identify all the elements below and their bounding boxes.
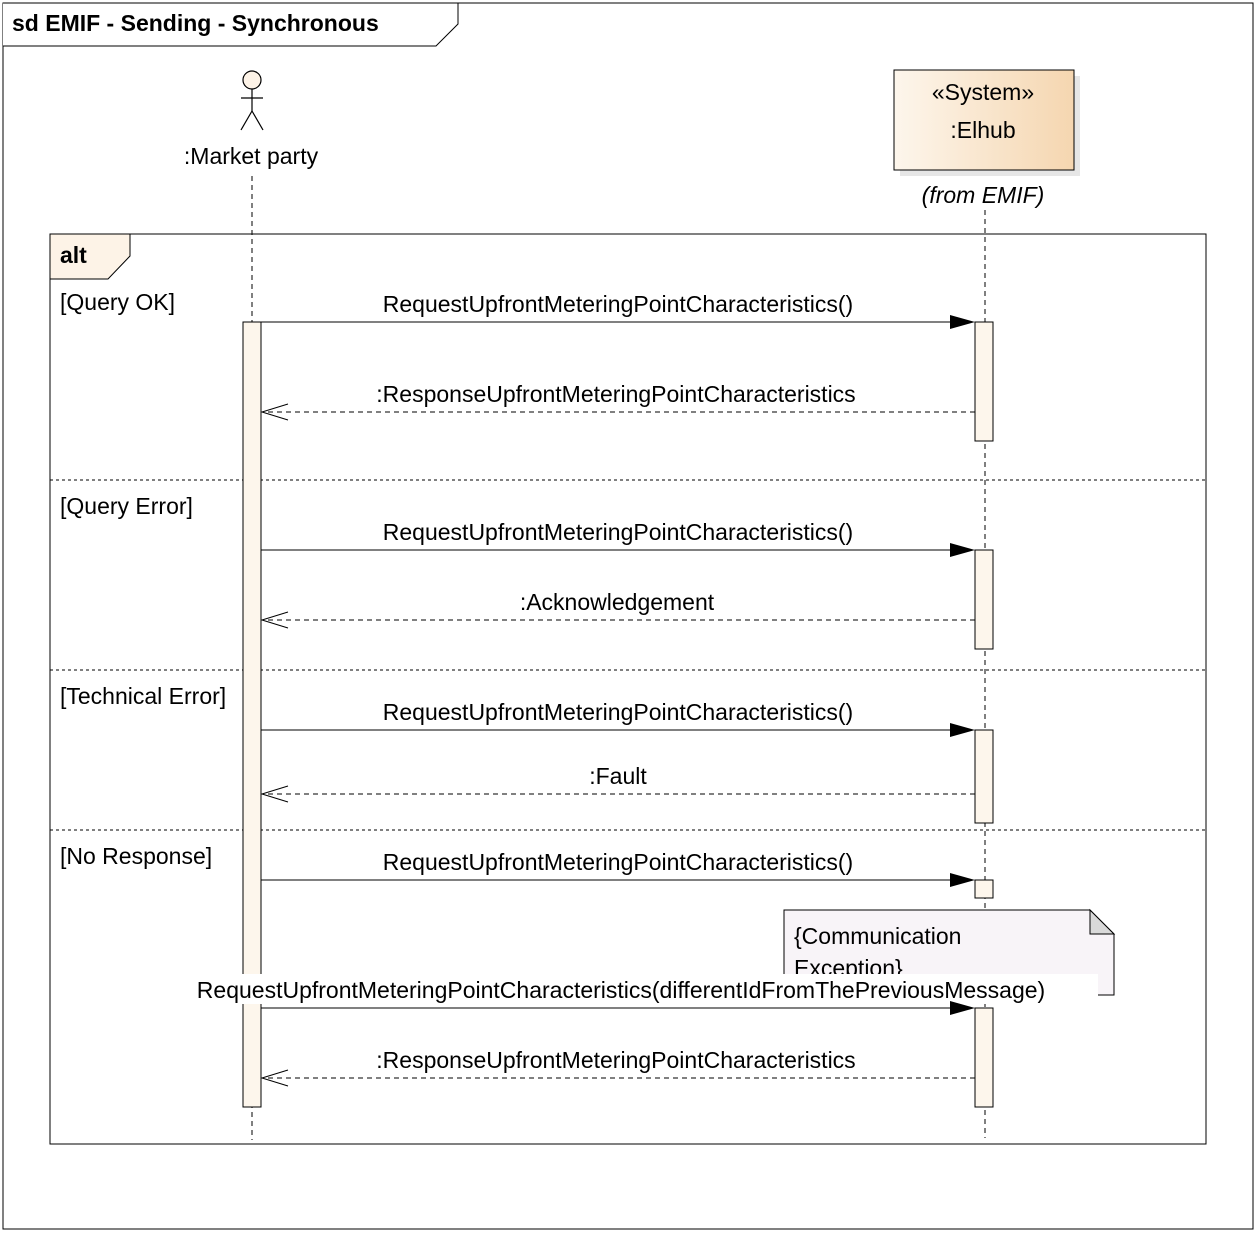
elhub-label: :Elhub (950, 117, 1015, 143)
reply-arrowhead-icon (260, 611, 289, 629)
activation-market-party (242, 321, 262, 1108)
message-label: :Fault (589, 763, 647, 789)
message-label: :ResponseUpfrontMeteringPointCharacteris… (376, 1047, 855, 1073)
participant-elhub[interactable]: «System» :Elhub (893, 69, 1080, 176)
operand-guard: [No Response] (60, 843, 212, 869)
elhub-stereotype: «System» (932, 79, 1034, 105)
actor-right-leg-icon (251, 110, 264, 131)
alt-operator-tab (49, 233, 131, 280)
message-label: RequestUpfrontMeteringPointCharacteristi… (383, 849, 853, 875)
message-label: :Acknowledgement (520, 589, 715, 615)
message-label: RequestUpfrontMeteringPointCharacteristi… (383, 291, 853, 317)
sync-arrowhead-icon (950, 1001, 975, 1015)
elhub-origin: (from EMIF) (922, 182, 1045, 208)
sync-arrowhead-icon (950, 723, 975, 737)
actor-left-leg-icon (240, 110, 253, 131)
message-label: :ResponseUpfrontMeteringPointCharacteris… (376, 381, 855, 407)
activation-elhub (974, 729, 994, 824)
frame-label: sd EMIF - Sending - Synchronous (12, 10, 379, 36)
note-fold-icon (1089, 908, 1116, 935)
actor-head-icon (242, 70, 262, 90)
message-label: RequestUpfrontMeteringPointCharacteristi… (383, 519, 853, 545)
reply-arrowhead-icon (260, 1069, 289, 1087)
sync-arrowhead-icon (950, 543, 975, 557)
message-label: RequestUpfrontMeteringPointCharacteristi… (197, 977, 1045, 1003)
activation-elhub (974, 1007, 994, 1108)
note-text-line: {Communication (794, 923, 961, 949)
reply-arrowhead-icon (260, 403, 289, 421)
elhub-box (893, 69, 1075, 171)
actor-label: :Market party (184, 143, 319, 169)
frame-label-tab (3, 2, 459, 47)
operand-guard: [Query Error] (60, 493, 193, 519)
activation-elhub (974, 879, 994, 899)
message-label-background (144, 974, 1098, 1004)
operand-guard: [Technical Error] (60, 683, 226, 709)
actor-market-party[interactable]: :Market party (184, 70, 319, 169)
reply-arrowhead-icon (260, 785, 289, 803)
activation-elhub (974, 321, 994, 442)
alt-operator: alt (60, 242, 87, 268)
activation-elhub (974, 549, 994, 650)
operand-guard: [Query OK] (60, 289, 175, 315)
alt-fragment (49, 233, 1207, 1145)
sync-arrowhead-icon (950, 873, 975, 887)
sync-arrowhead-icon (950, 315, 975, 329)
message-label: RequestUpfrontMeteringPointCharacteristi… (383, 699, 853, 725)
